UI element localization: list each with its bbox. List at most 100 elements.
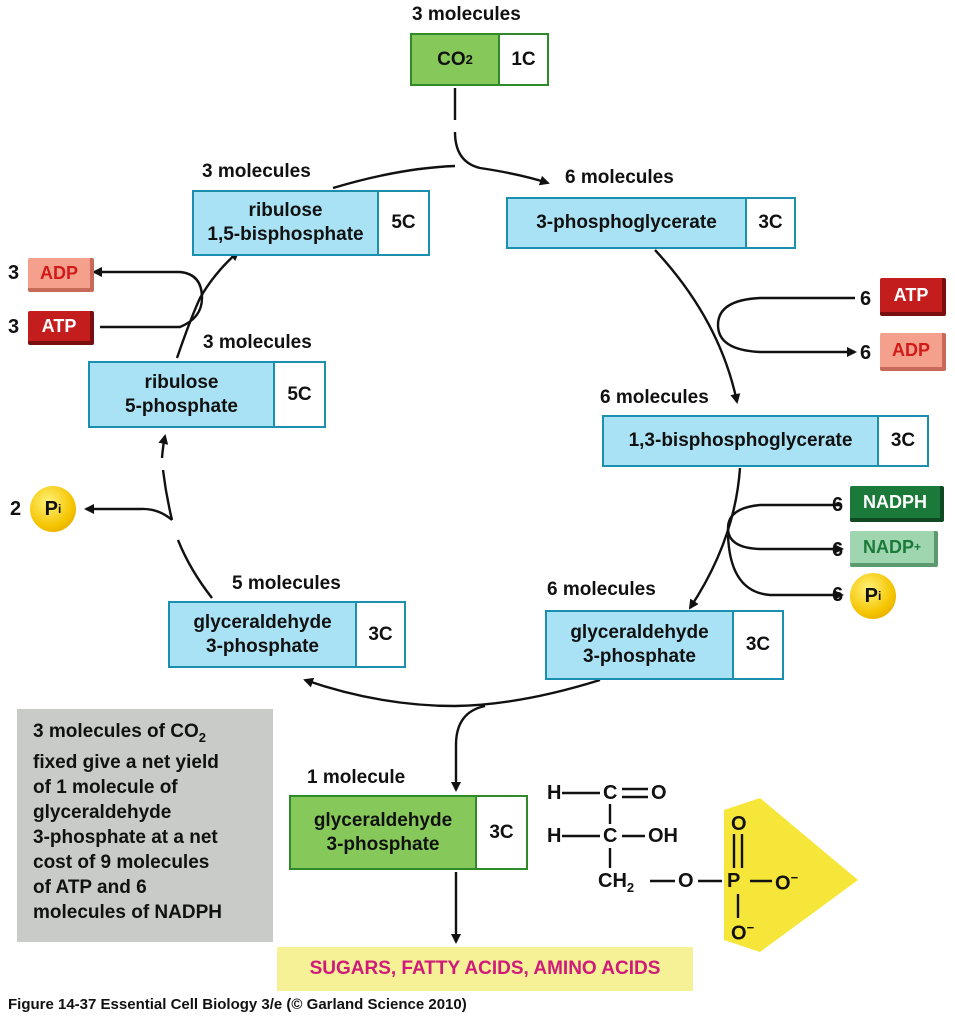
chem-h1: H [547, 782, 562, 804]
g3p-out-name-line1: glyceraldehyde [313, 809, 453, 831]
g3p-right-name-line1: glyceraldehyde [570, 622, 709, 643]
chem-h2: H [547, 825, 562, 847]
products-banner: SUGARS, FATTY ACIDS, AMINO ACIDS [277, 947, 693, 991]
rubp-count-label: 3 molecules [202, 161, 311, 182]
arc-rubp-to-pga [332, 164, 456, 190]
chem-obottom-charge: − [746, 920, 755, 935]
co2-subscript: 2 [465, 51, 473, 67]
note-line8: molecules of NADPH [33, 901, 222, 923]
right-nadph-count: 6 [832, 494, 844, 516]
net-yield-note: 3 molecules of CO2 fixed give a net yiel… [17, 709, 273, 942]
arc-g3p-left-to-ru5p-c [158, 434, 169, 459]
arc-bpg-to-g3p [688, 467, 742, 610]
chem-ch2-text: CH [598, 870, 627, 892]
pga-carbons: 3C [747, 199, 794, 247]
rubp-name-line2: 1,5-bisphosphate [207, 224, 364, 245]
chem-o1: O [651, 782, 667, 804]
left-atp-pill: ATP [28, 311, 94, 345]
left-pi-text: P [44, 497, 58, 520]
chem-ch2-sub: 2 [626, 880, 635, 895]
rubp-name-line1: ribulose [248, 200, 323, 221]
g3p-out-name: glyceraldehyde 3-phosphate [291, 797, 477, 868]
g3p-right-count-label: 6 molecules [547, 579, 656, 600]
chem-otop: O [731, 813, 747, 835]
arc-g3p-left-to-ru5p-b [161, 469, 174, 521]
note-line6: cost of 9 molecules [33, 851, 210, 873]
co2-text: CO [437, 48, 466, 70]
co2-join-arrow [453, 131, 550, 186]
chem-ominus: O− [775, 870, 798, 896]
right-atp-count: 6 [860, 288, 872, 310]
phosphate-highlight [724, 798, 858, 952]
pga-count-label: 6 molecules [565, 167, 674, 188]
g3p-left-count-label: 5 molecules [232, 573, 341, 594]
atp-in-left [92, 267, 204, 329]
pi-out-right [726, 534, 844, 600]
right-nadph-pill: NADPH [850, 486, 944, 522]
right-pi-text: P [864, 584, 878, 607]
ru5p-carbons: 5C [275, 363, 324, 426]
exit-branch [451, 704, 486, 792]
bpg-carbons: 3C [879, 417, 927, 465]
chem-p: P [727, 870, 741, 892]
nadph-in-right [726, 503, 844, 554]
g3p-out-box: glyceraldehyde 3-phosphate 3C [289, 795, 528, 870]
right-pi-sub: i [878, 589, 882, 603]
chem-c1: C [603, 782, 618, 804]
note-line4: glyceraldehyde [33, 801, 172, 823]
note-line1-text: 3 molecules of CO [33, 721, 199, 742]
note-line1-sub: 2 [198, 729, 207, 745]
note-line1: 3 molecules of CO2 [33, 719, 257, 750]
arc-g3p-to-g3p-left [303, 677, 601, 708]
g3p-right-name-line2: 3-phosphate [583, 646, 696, 667]
chem-o3: O [678, 870, 694, 892]
chem-ch2: CH2 [598, 870, 634, 895]
note-line3: of 1 molecule of [33, 776, 178, 798]
g3p-out-name-line2: 3-phosphate [326, 833, 440, 855]
right-adp-count: 6 [860, 342, 872, 364]
note-line2: fixed give a net yield [33, 751, 219, 773]
pga-name: 3-phosphoglycerate [508, 199, 747, 247]
right-nadp-text: NADP [862, 536, 914, 557]
note-line7: of ATP and 6 [33, 876, 147, 898]
pga-box: 3-phosphoglycerate 3C [506, 197, 796, 249]
g3p-left-name-line2: 3-phosphate [206, 635, 319, 657]
right-atp-pill: ATP [880, 278, 946, 316]
figure-caption: Figure 14-37 Essential Cell Biology 3/e … [8, 996, 467, 1013]
note-line5: 3-phosphate at a net [33, 826, 218, 848]
rubp-box: ribulose 1,5-bisphosphate 5C [192, 190, 430, 256]
rubp-name: ribulose 1,5-bisphosphate [194, 192, 379, 254]
g3p-right-name: glyceraldehyde 3-phosphate [547, 612, 734, 678]
g3p-left-box: glyceraldehyde 3-phosphate 3C [168, 601, 406, 668]
atp-in-right [716, 296, 857, 357]
chem-ominus-charge: − [790, 870, 799, 885]
right-pi-count: 6 [832, 584, 844, 606]
left-pi-sub: i [58, 502, 62, 516]
ru5p-box: ribulose 5-phosphate 5C [88, 361, 326, 428]
g3p-left-carbons: 3C [357, 603, 404, 666]
g3p-structure-drawing [562, 787, 858, 952]
bpg-name: 1,3-bisphosphoglycerate [604, 417, 879, 465]
ru5p-name-line1: ribulose [144, 371, 219, 393]
ru5p-count-label: 3 molecules [203, 332, 312, 353]
arc-ru5p-to-rubp [175, 250, 240, 359]
chem-ominus-text: O [775, 872, 791, 895]
left-adp-pill: ADP [28, 258, 94, 292]
arc-g3p-left-to-ru5p-a [176, 539, 213, 599]
g3p-right-box: glyceraldehyde 3-phosphate 3C [545, 610, 784, 680]
chem-c2: C [603, 825, 618, 847]
chem-oh: OH [648, 825, 678, 847]
pi-out-left [84, 504, 173, 521]
left-pi-count: 2 [10, 498, 22, 520]
g3p-left-name: glyceraldehyde 3-phosphate [170, 603, 357, 666]
g3p-out-count-label: 1 molecule [307, 767, 406, 788]
right-adp-pill: ADP [880, 333, 946, 371]
ru5p-name: ribulose 5-phosphate [90, 363, 275, 426]
left-adp-count: 3 [8, 262, 20, 284]
co2-carbons: 1C [500, 35, 547, 84]
bpg-box: 1,3-bisphosphoglycerate 3C [602, 415, 929, 467]
g3p-out-carbons: 3C [477, 797, 526, 868]
